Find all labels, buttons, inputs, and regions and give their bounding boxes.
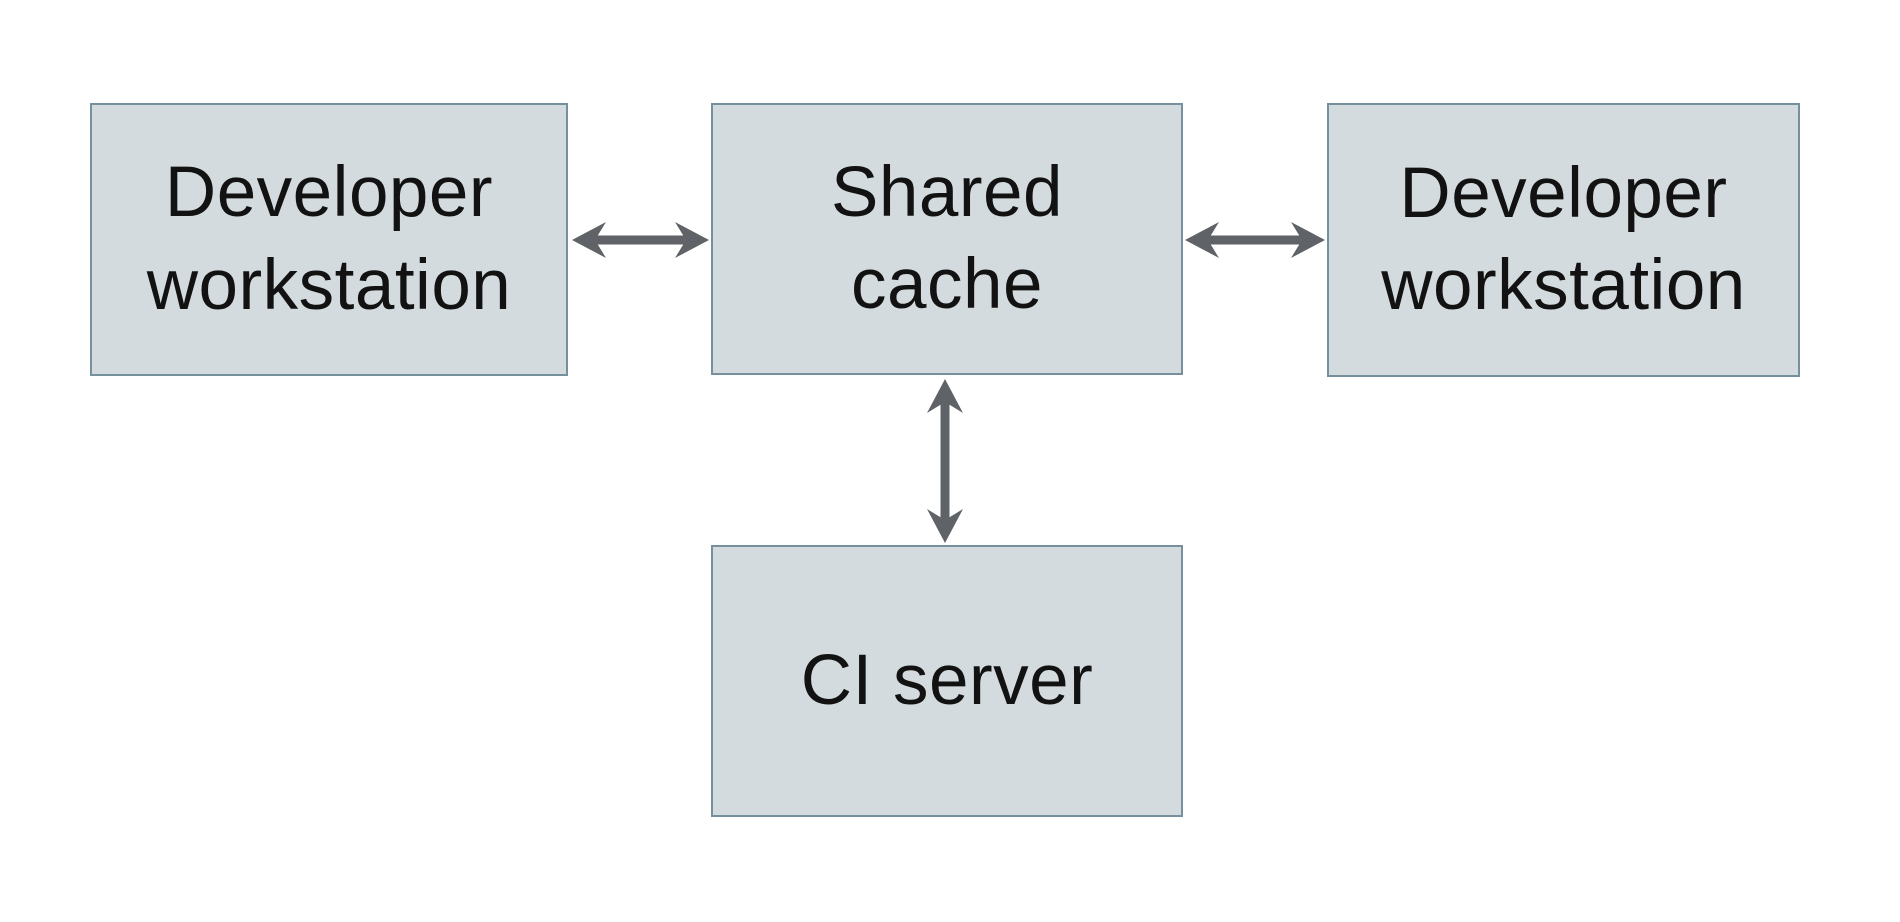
double-arrow-icon-shared-cache-workstation-right — [1183, 212, 1327, 268]
node-developer-workstation-left: Developer workstation — [90, 103, 568, 376]
node-label: Developer workstation — [1381, 153, 1746, 325]
node-developer-workstation-right: Developer workstation — [1327, 103, 1800, 377]
node-label: CI server — [800, 640, 1094, 720]
node-label: Shared cache — [831, 152, 1063, 324]
node-label: Developer workstation — [146, 153, 512, 325]
double-arrow-icon-workstation-left-shared-cache — [570, 212, 711, 268]
node-shared-cache: Shared cache — [711, 103, 1183, 375]
node-ci-server: CI server — [711, 545, 1183, 817]
double-arrow-icon-shared-cache-ci-server — [917, 377, 973, 545]
